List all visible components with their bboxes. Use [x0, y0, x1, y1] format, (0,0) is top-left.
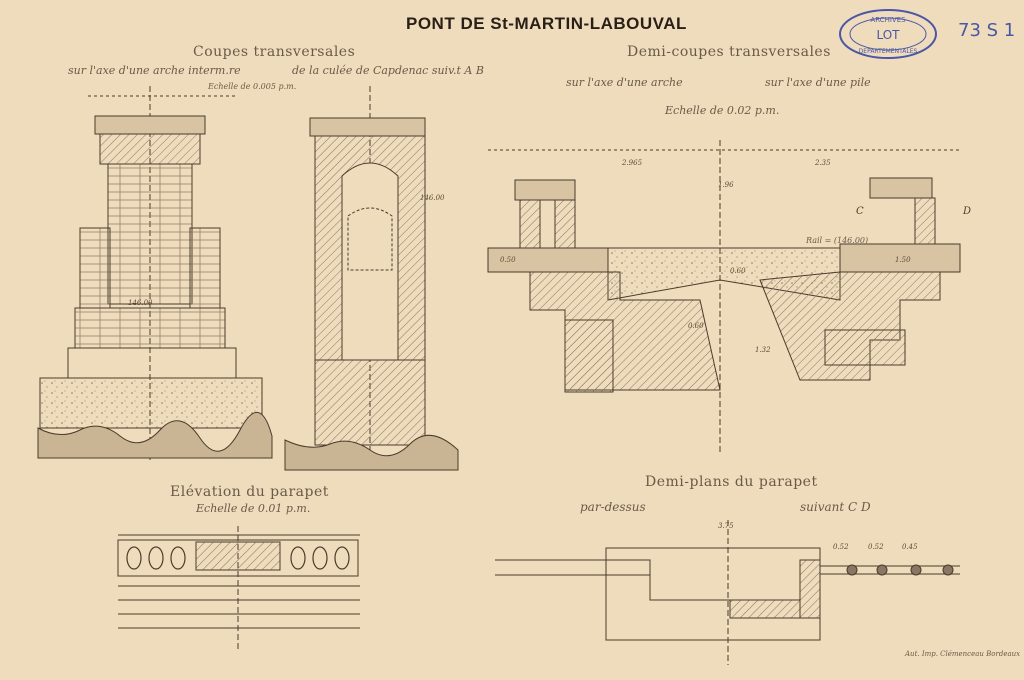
dimension-label: 1.50 — [895, 256, 911, 264]
dimension-label: 0.60 — [730, 267, 746, 275]
archive-number: 73 S 1 — [958, 20, 1016, 41]
printer-credit: Aut. Imp. Clémenceau Bordeaux — [905, 650, 1021, 658]
plan-balusters — [846, 564, 954, 576]
plans-heading: Demi-plans du parapet — [645, 474, 818, 490]
stamp-top: ARCHIVES — [870, 16, 906, 24]
right-scale: Echelle de 0.02 p.m. — [665, 104, 780, 117]
label-c: C — [856, 206, 864, 217]
dimension-label: 0.50 — [500, 256, 516, 264]
dimension-label: 0.60 — [688, 322, 704, 330]
plans-sub-left: par-dessus — [580, 500, 646, 514]
half-cross-sections — [487, 140, 961, 455]
elevation-heading: Elévation du parapet — [170, 484, 329, 500]
left-heading: Coupes transversales — [193, 44, 356, 60]
dimension-labels: 2.965 2.35 0.50 0.60 1.50 0.60 1.32 0.52… — [128, 159, 918, 551]
left-sub-left: sur l'axe d'une arche interm.re — [68, 64, 241, 77]
rail-label: Rail = (146.00) — [806, 236, 869, 245]
dimension-label: 2.965 — [621, 159, 643, 167]
dimension-label: 3.75 — [718, 522, 734, 530]
stamp-bottom: DEPARTEMENTALES — [859, 48, 918, 55]
parapet-half-plans — [495, 520, 960, 665]
archives-stamp: ARCHIVES LOT DEPARTEMENTALES — [839, 9, 937, 59]
abutment-cross-section — [284, 86, 459, 471]
dimension-label: 0.52 — [868, 543, 884, 551]
plans-sub-right: suivant C D — [800, 500, 871, 514]
parapet-elevation — [117, 526, 360, 650]
right-sub-right: sur l'axe d'une pile — [765, 76, 871, 89]
dimension-label: 146.00 — [420, 194, 445, 202]
elevation-balusters — [126, 546, 350, 570]
dimension-label: 1.96 — [718, 181, 734, 189]
label-d: D — [963, 206, 972, 217]
dimension-label: 0.45 — [902, 543, 918, 551]
arch-cross-section — [37, 86, 273, 460]
elevation-scale: Echelle de 0.01 p.m. — [196, 502, 311, 515]
left-scale: Echelle de 0.005 p.m. — [208, 82, 297, 91]
dimension-label: 1.32 — [755, 346, 771, 354]
right-sub-left: sur l'axe d'une arche — [566, 76, 683, 89]
left-sub-right: de la culée de Capdenac suiv.t A B — [292, 64, 484, 77]
right-heading: Demi-coupes transversales — [627, 44, 831, 60]
sheet-title: PONT DE St-MARTIN-LABOUVAL — [406, 14, 687, 33]
dimension-label: 2.35 — [814, 159, 831, 167]
dimension-label: 146.00 — [128, 299, 153, 307]
dimension-label: 0.52 — [833, 543, 849, 551]
stamp-middle: LOT — [876, 28, 900, 42]
